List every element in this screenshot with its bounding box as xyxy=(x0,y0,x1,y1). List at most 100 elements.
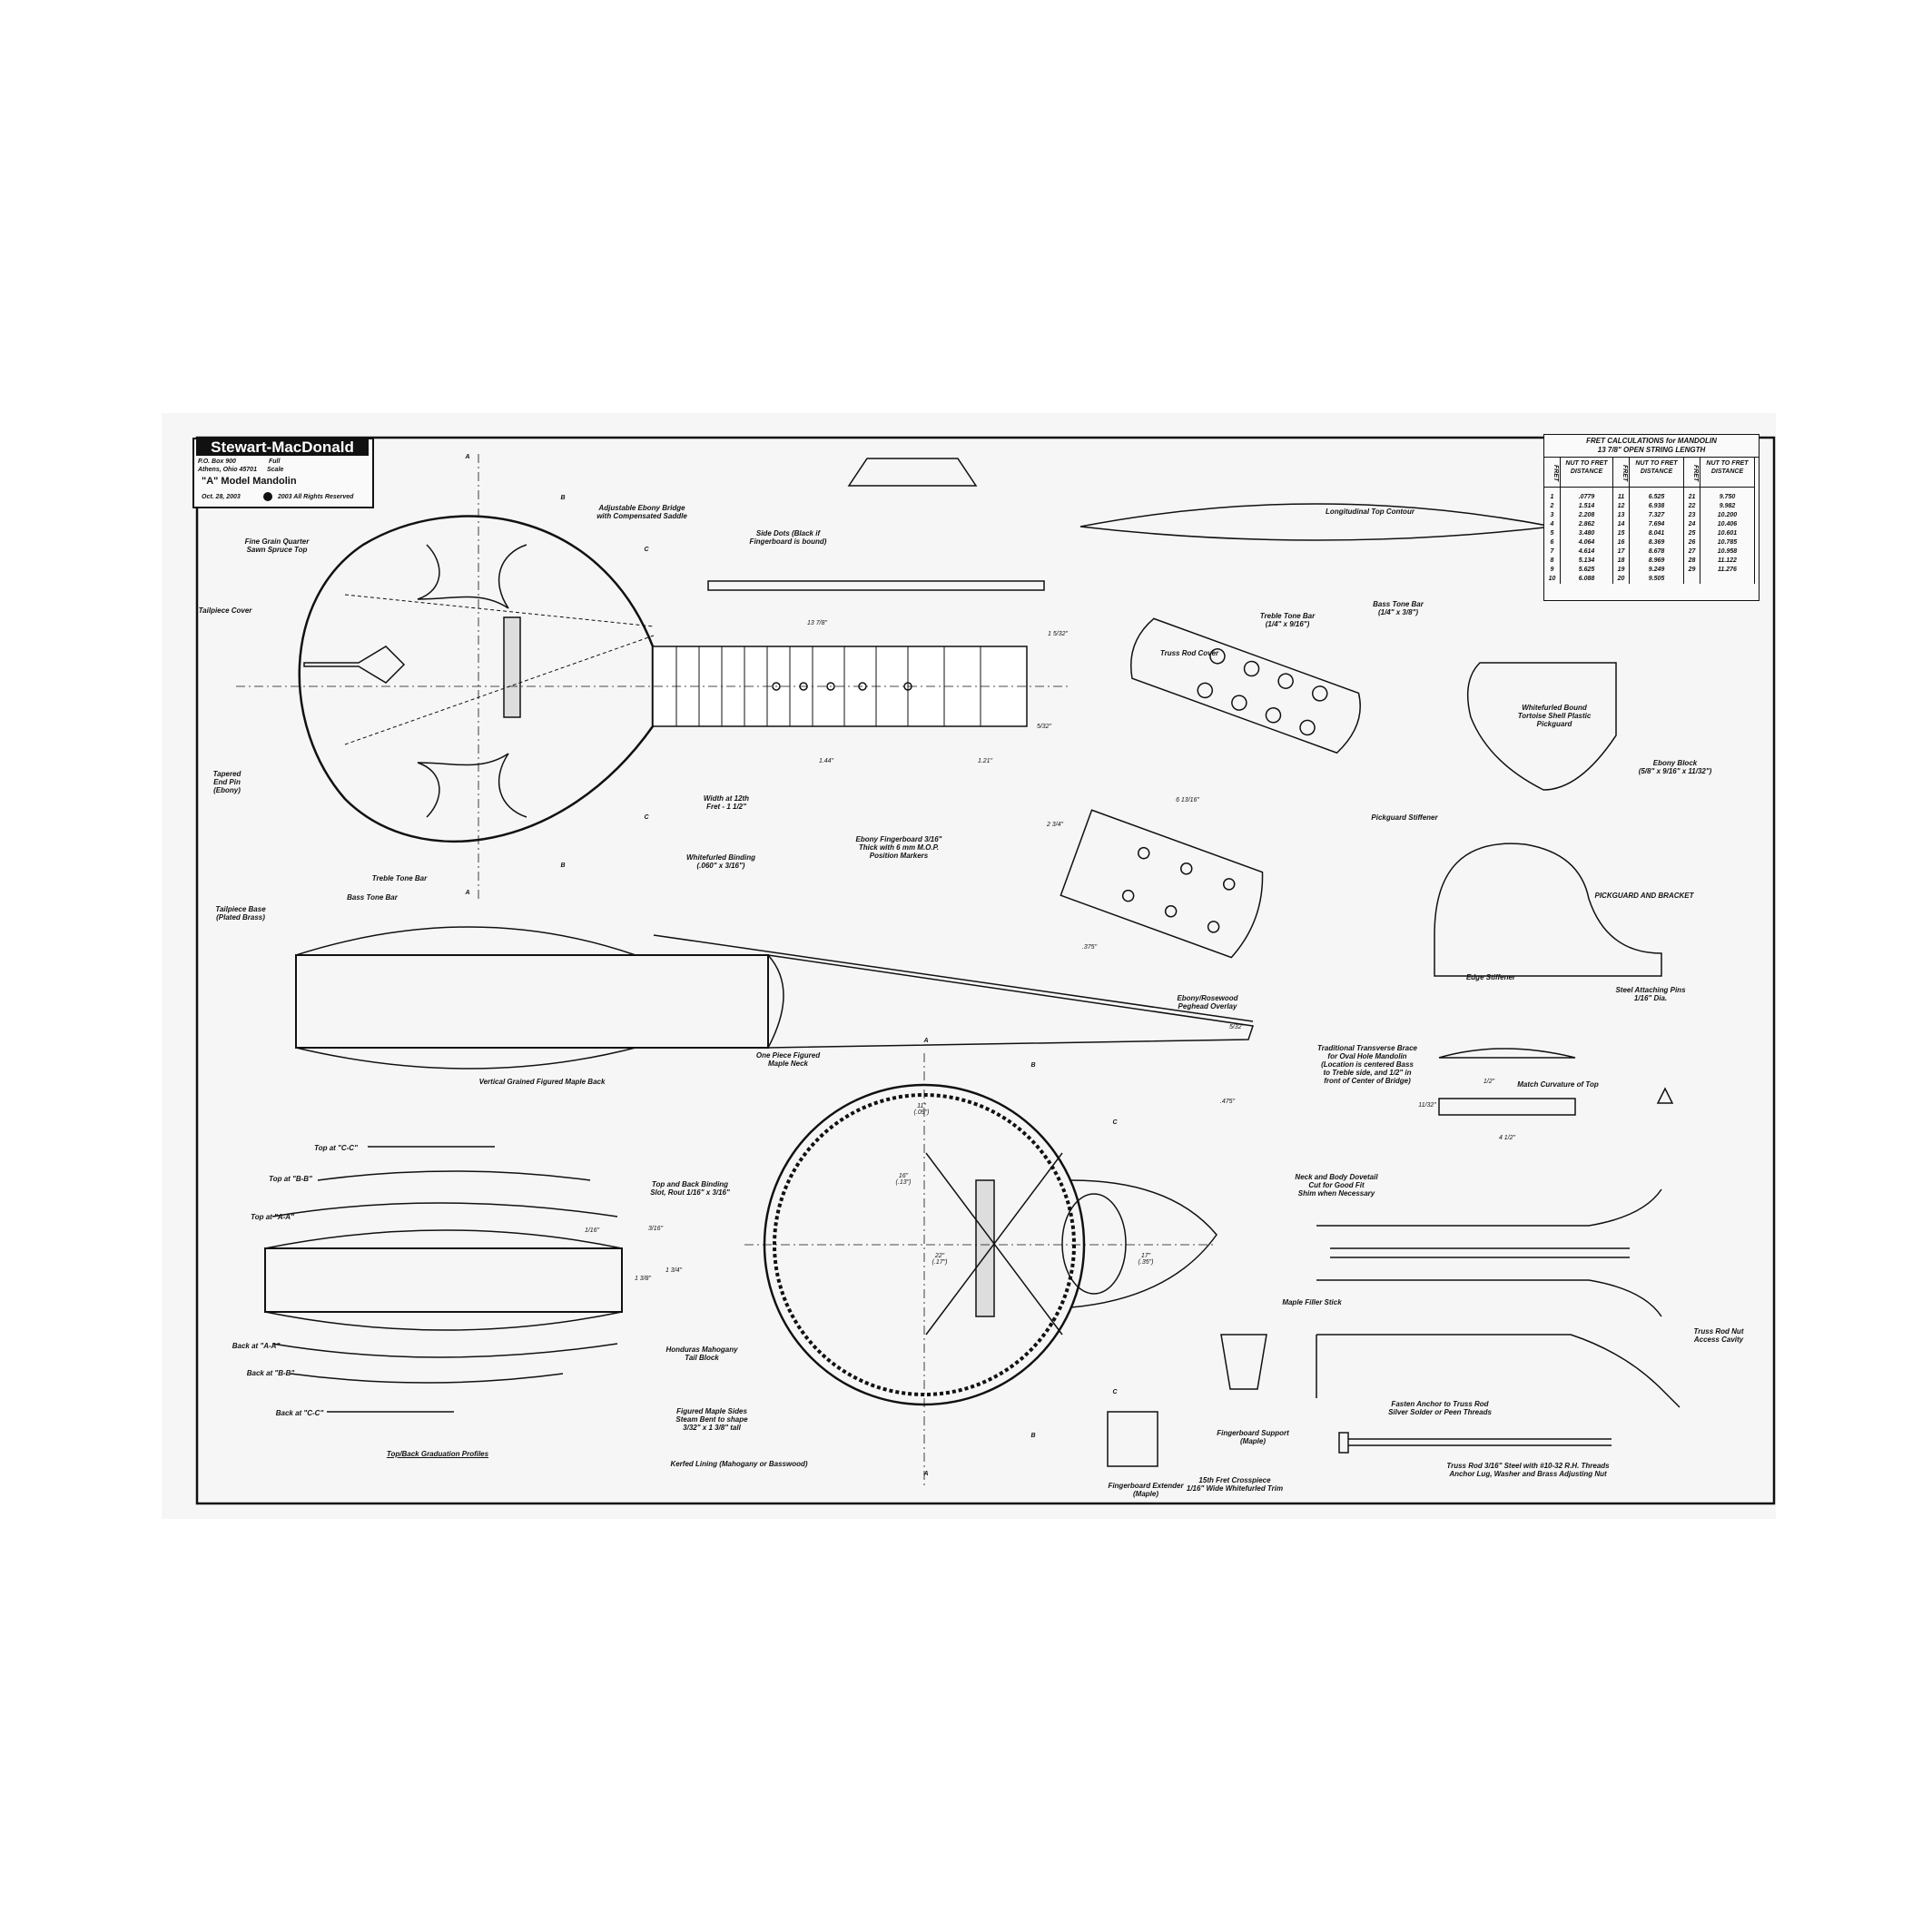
section-mark-b: B xyxy=(1030,1062,1036,1069)
label-graduation: Top/Back Graduation Profiles xyxy=(386,1450,489,1458)
fret-table-cell: 8 xyxy=(1550,557,1554,564)
dim-316: 3/16" xyxy=(647,1226,664,1232)
fret-table-cell: 7 xyxy=(1550,548,1554,555)
label-crosspiece: 15th Fret Crosspiece 1/16" Wide Whitefur… xyxy=(1186,1476,1284,1493)
fret-table-cell: 9.982 xyxy=(1719,503,1736,509)
fret-table-cell: 28 xyxy=(1688,557,1696,564)
label-fb-support: Fingerboard Support (Maple) xyxy=(1217,1429,1289,1445)
section-mark-b: B xyxy=(560,862,566,869)
fret-table-grid: FRET NUT TO FRET DISTANCE FRET NUT TO FR… xyxy=(1544,458,1759,584)
label-truss-rod-cover: Truss Rod Cover xyxy=(1159,649,1219,657)
fret-calculation-table: FRET CALCULATIONS for MANDOLIN 13 7/8" O… xyxy=(1543,434,1760,601)
fret-table-cell: 22 xyxy=(1688,503,1696,509)
fret-table-cell: 10.601 xyxy=(1717,530,1738,537)
fret-table-cell: 7.694 xyxy=(1648,521,1665,527)
label-side-dots: Side Dots (Black if Fingerboard is bound… xyxy=(749,529,827,546)
fret-table-cell: 5.134 xyxy=(1578,557,1595,564)
fret-table-cell: 8.369 xyxy=(1648,539,1665,546)
label-end-pin: Tapered End Pin (Ebony) xyxy=(212,770,242,794)
section-mark-a: A xyxy=(923,1038,929,1044)
inside-body-view xyxy=(744,1053,1217,1489)
dim-375: .375" xyxy=(1081,944,1098,951)
label-top-bb: Top at "B-B" xyxy=(269,1175,312,1183)
fret-table-cell: 9.505 xyxy=(1648,576,1665,582)
dim-end: 5/32" xyxy=(1036,724,1052,730)
section-mark-c: C xyxy=(644,814,649,821)
dim-scale: 13 7/8" xyxy=(807,620,827,626)
fret-table-cell: 9.249 xyxy=(1648,567,1665,573)
distance-header: NUT TO FRET DISTANCE xyxy=(1700,458,1755,488)
dim-475: .475" xyxy=(1219,1099,1236,1105)
label-transverse-brace: Traditional Transverse Brace for Oval Ho… xyxy=(1317,1044,1417,1085)
fret-table-subheading: 13 7/8" OPEN STRING LENGTH xyxy=(1597,446,1706,454)
dim-radius-16: 16" (.13") xyxy=(895,1173,912,1186)
label-tailpiece-cover: Tailpiece Cover xyxy=(198,606,252,615)
label-tail-block: Honduras Mahogany Tail Block xyxy=(665,1346,738,1362)
dim-brace-height: 11/32" xyxy=(1418,1102,1436,1109)
label-pickguard-bracket: PICKGUARD AND BRACKET xyxy=(1594,892,1694,900)
label-top-contour: Longitudinal Top Contour xyxy=(1326,508,1414,516)
section-mark-a: A xyxy=(465,890,470,896)
fret-table-title: FRET CALCULATIONS for MANDOLIN 13 7/8" O… xyxy=(1544,435,1759,458)
section-mark-b: B xyxy=(1030,1433,1036,1439)
label-back-cc: Back at "C-C" xyxy=(275,1409,324,1417)
fret-table-cell: 24 xyxy=(1688,521,1696,527)
label-attaching-pins: Steel Attaching Pins 1/16" Dia. xyxy=(1615,986,1686,1002)
label-anchor: Fasten Anchor to Truss Rod Silver Solder… xyxy=(1388,1400,1492,1416)
fret-table-cell: 23 xyxy=(1688,512,1696,518)
fret-table-cell: 25 xyxy=(1688,530,1696,537)
fret-table-cell: 15 xyxy=(1617,530,1625,537)
dim-radius-11: 11" (.09") xyxy=(913,1103,930,1116)
fret-table-cell: 8.041 xyxy=(1648,530,1665,537)
label-bridge: Adjustable Ebony Bridge with Compensated… xyxy=(596,504,687,520)
label-back-aa: Back at "A-A" xyxy=(232,1342,281,1350)
label-binding: Whitefurled Binding (.060" x 3/16") xyxy=(686,853,755,870)
fret-table-cell: 11 xyxy=(1617,494,1625,500)
label-binding-slot: Top and Back Binding Slot, Rout 1/16" x … xyxy=(650,1180,730,1197)
peghead-overlay xyxy=(1060,809,1264,959)
fret-table-cell: 10.200 xyxy=(1717,512,1738,518)
fret-table-cell: 5.625 xyxy=(1578,567,1595,573)
fret-table-cell: 13 xyxy=(1617,512,1625,518)
dim-peghead-width: 2 3/4" xyxy=(1046,822,1064,828)
dim-radius-17: 17" (.35") xyxy=(1138,1253,1154,1266)
dim-532: 5/32" xyxy=(1228,1024,1245,1030)
fret-header: FRET xyxy=(1544,458,1561,488)
fret-table-cell: 29 xyxy=(1688,567,1696,573)
label-spruce-top: Fine Grain Quarter Sawn Spruce Top xyxy=(244,537,310,554)
fret-table-cell: 6.088 xyxy=(1578,576,1595,582)
fret-table-cell: 20 xyxy=(1617,576,1625,582)
fret-table-cell: 27 xyxy=(1688,548,1696,555)
label-top-cc: Top at "C-C" xyxy=(314,1144,358,1152)
fret-table-cell: 4.064 xyxy=(1578,539,1595,546)
scale-value: Scale xyxy=(267,467,284,473)
fret-table-cell: 19 xyxy=(1617,567,1625,573)
fret-table-cell: 3 xyxy=(1550,512,1554,518)
logo-icon xyxy=(263,492,272,501)
brand-logo: Stewart-MacDonald xyxy=(196,439,369,456)
fret-table-cell: 8.969 xyxy=(1648,557,1665,564)
top-view-mandolin xyxy=(236,454,1071,899)
fret-table-cell: 4 xyxy=(1550,521,1554,527)
label-top-aa: Top at "A-A" xyxy=(251,1213,294,1221)
label-pickguard-stiffener: Pickguard Stiffener xyxy=(1371,813,1438,822)
dim-134: 1 3/4" xyxy=(665,1267,683,1274)
fret-table-cell: 18 xyxy=(1617,557,1625,564)
fret-table-cell: 14 xyxy=(1617,521,1625,527)
section-mark-b: B xyxy=(560,495,566,501)
dim-brace-width: 4 1/2" xyxy=(1498,1135,1516,1141)
fret-table-cell: 12 xyxy=(1617,503,1625,509)
section-mark-a: A xyxy=(465,454,470,460)
dim-1: 1.44" xyxy=(818,758,834,764)
fret-table-cell: 21 xyxy=(1688,494,1696,500)
fret-table-cell: 1.514 xyxy=(1578,503,1595,509)
dim-radius-22: 22" (.17") xyxy=(932,1253,948,1266)
label-tailpiece-base: Tailpiece Base (Plated Brass) xyxy=(215,905,266,922)
fret-table-cell: 8.678 xyxy=(1648,548,1665,555)
dim-2: 1.21" xyxy=(977,758,993,764)
fret-table-cell: 7.327 xyxy=(1648,512,1665,518)
